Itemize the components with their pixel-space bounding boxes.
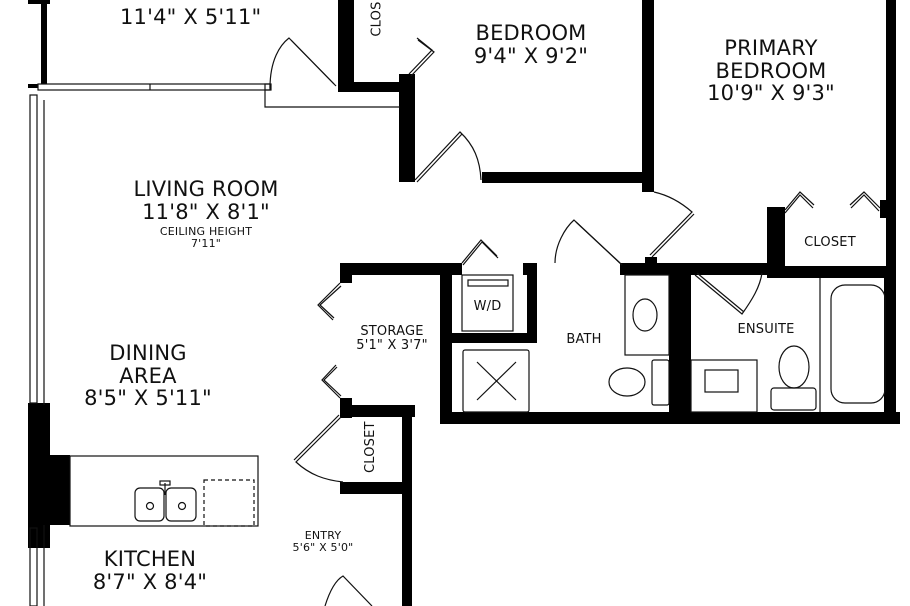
wd-label: W/D (473, 299, 502, 314)
kitchen-dimensions: 8'7" X 8'4" (92, 569, 208, 594)
primary-bedroom-name-1: PRIMARY (724, 36, 818, 60)
ensuite-label: ENSUITE (737, 322, 795, 337)
entry-name: ENTRY (304, 529, 342, 542)
storage-name: STORAGE (360, 324, 424, 339)
living-room-name: LIVING ROOM (133, 177, 279, 201)
entry-label: ENTRY 5'6" X 5'0" (280, 530, 366, 554)
bedroom-name: BEDROOM (475, 21, 587, 45)
primary-closet-label: CLOSET (804, 235, 856, 250)
entry-dimensions: 5'6" X 5'0" (292, 540, 354, 554)
ceiling-height-label: CEILING HEIGHT (159, 225, 253, 239)
storage-label: STORAGE 5'1" X 3'7" (352, 324, 432, 354)
bedroom-label: BEDROOM 9'4" X 9'2" (466, 22, 596, 67)
walls (28, 0, 900, 606)
living-room-label: LIVING ROOM 11'8" X 8'1" CEILING HEIGHT … (118, 178, 294, 250)
primary-bedroom-label: PRIMARY BEDROOM 10'9" X 9'3" (696, 37, 846, 105)
balcony-dimensions: 11'4" X 5'11" (120, 5, 262, 29)
bedroom-dimensions: 9'4" X 9'2" (473, 43, 589, 68)
primary-bedroom-name-2: BEDROOM (715, 58, 827, 83)
kitchen-label: KITCHEN 8'7" X 8'4" (80, 548, 220, 593)
storage-dimensions: 5'1" X 3'7" (356, 338, 428, 354)
dining-area-label: DINING AREA 8'5" X 5'11" (78, 342, 218, 410)
ceiling-height-value: 7'11" (190, 237, 222, 251)
bath-label: BATH (566, 332, 602, 347)
dining-dimensions: 8'5" X 5'11" (84, 386, 212, 411)
dining-name-1: DINING (109, 341, 187, 365)
kitchen-name: KITCHEN (103, 547, 197, 571)
closet-top-label: CLOS (369, 1, 385, 37)
living-room-dimensions: 11'8" X 8'1" (142, 199, 270, 224)
entry-closet-label: CLOSET (362, 421, 378, 474)
thin-lines (29, 37, 886, 606)
primary-bedroom-dimensions: 10'9" X 9'3" (707, 81, 835, 106)
dining-name-2: AREA (119, 363, 177, 388)
